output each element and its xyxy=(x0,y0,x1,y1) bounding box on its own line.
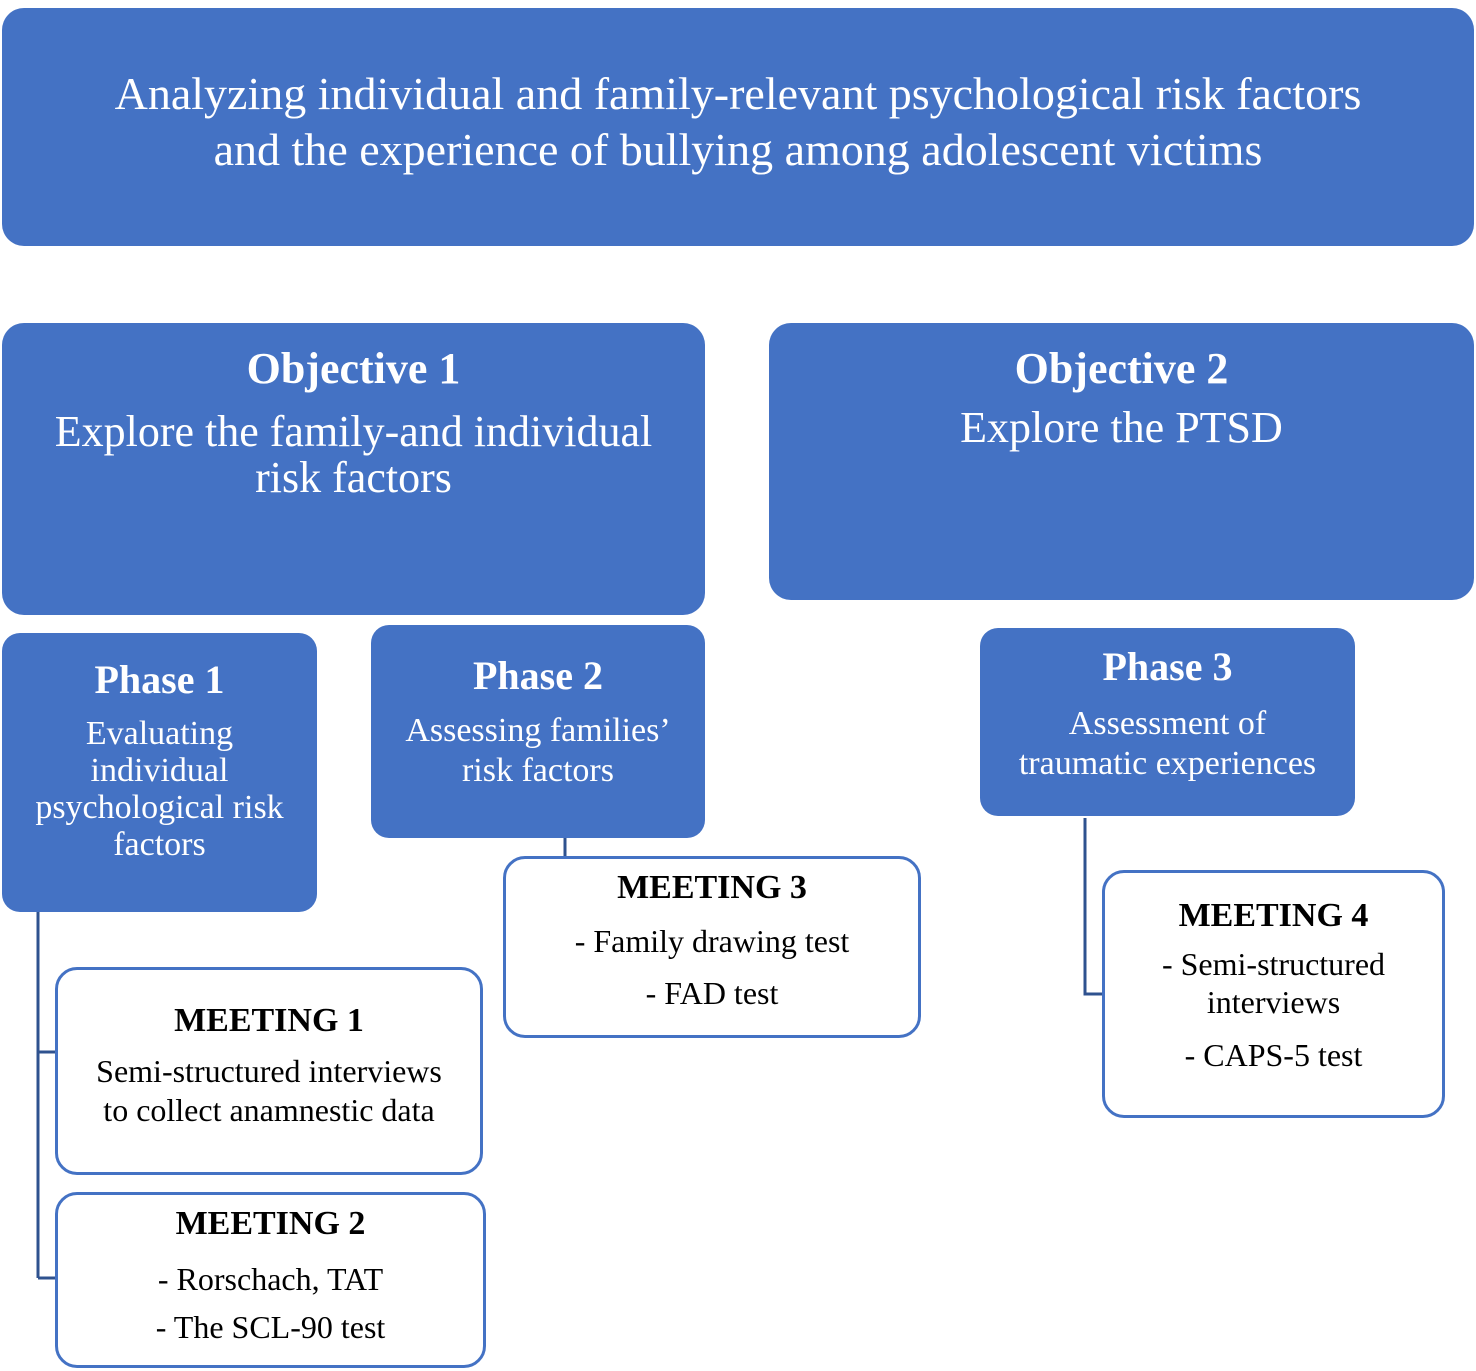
phase-1-box: Phase 1 Evaluating individual psychologi… xyxy=(2,633,317,912)
phase-3-line: traumatic experiences xyxy=(1018,745,1317,782)
meeting-4-title: MEETING 4 xyxy=(1178,897,1369,934)
meeting-3-line: - FAD test xyxy=(645,975,779,1011)
objective-2-line-1: Explore the PTSD xyxy=(960,403,1283,452)
meeting-1-box: MEETING 1 Semi-structured interviews to … xyxy=(55,967,483,1175)
objective-1-line-1: Explore the family-and individual xyxy=(54,407,653,456)
objective-2-title: Objective 2 xyxy=(1014,344,1229,393)
meeting-3-box: MEETING 3 - Family drawing test - FAD te… xyxy=(503,856,921,1038)
meeting-2-line: - The SCL-90 test xyxy=(155,1309,386,1345)
meeting-4-line: - CAPS-5 test xyxy=(1184,1037,1363,1073)
meeting-2-box: MEETING 2 - Rorschach, TAT - The SCL-90 … xyxy=(55,1192,486,1368)
phase-1-title: Phase 1 xyxy=(94,657,225,702)
meeting-1-line: to collect anamnestic data xyxy=(103,1092,435,1128)
meeting-3-title: MEETING 3 xyxy=(617,869,807,906)
study-title-box: Analyzing individual and family-relevant… xyxy=(2,8,1474,246)
phase-3-line: Assessment of xyxy=(1068,705,1267,742)
meeting-2-title: MEETING 2 xyxy=(175,1205,366,1242)
phase-2-title: Phase 2 xyxy=(473,653,603,698)
phase-1-line: psychological risk xyxy=(35,789,284,826)
phase-2-line: Assessing families’ xyxy=(405,712,671,749)
meeting-4-line: - Semi-structured xyxy=(1161,946,1386,982)
study-title-line-2: and the experience of bullying among ado… xyxy=(213,124,1263,175)
objective-1-box: Objective 1 Explore the family-and indiv… xyxy=(2,323,705,615)
meeting-1-line: Semi-structured interviews xyxy=(96,1053,442,1089)
phase-3-title: Phase 3 xyxy=(1102,644,1233,689)
objective-2-box: Objective 2 Explore the PTSD xyxy=(769,323,1474,600)
meeting-3-line: - Family drawing test xyxy=(574,923,850,959)
phase-2-box: Phase 2 Assessing families’ risk factors xyxy=(371,625,705,838)
phase-2-line: risk factors xyxy=(461,752,614,789)
meeting-4-box: MEETING 4 - Semi-structured interviews -… xyxy=(1102,870,1445,1118)
phase-1-line: factors xyxy=(113,826,206,863)
phase-3-box: Phase 3 Assessment of traumatic experien… xyxy=(980,628,1355,816)
objective-1-title: Objective 1 xyxy=(246,344,461,393)
study-title-line-1: Analyzing individual and family-relevant… xyxy=(114,68,1362,119)
meeting-1-title: MEETING 1 xyxy=(174,1002,364,1039)
meeting-4-line: interviews xyxy=(1206,984,1341,1020)
phase-1-line: Evaluating xyxy=(85,715,234,752)
phase-1-line: individual xyxy=(90,752,229,789)
meeting-2-line: - Rorschach, TAT xyxy=(157,1261,384,1297)
objective-1-line-2: risk factors xyxy=(255,453,452,502)
